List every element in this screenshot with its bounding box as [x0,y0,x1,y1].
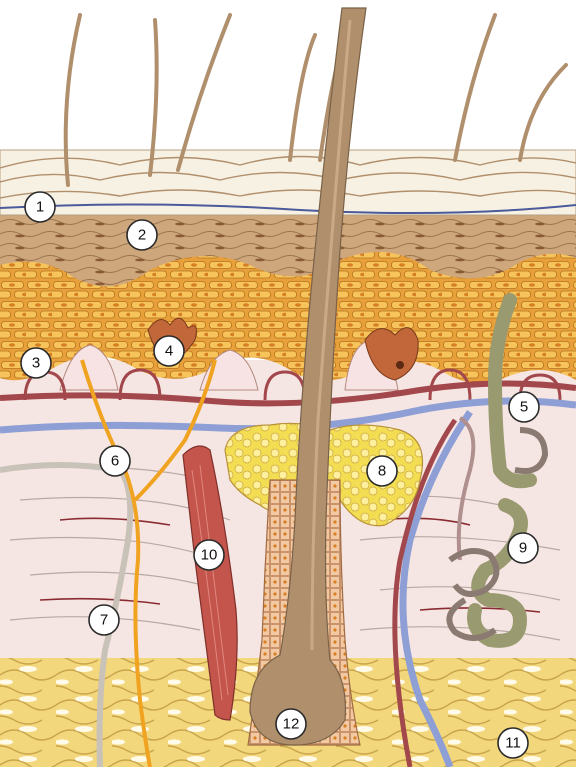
callout-10: 10 [194,540,224,570]
callout-8: 8 [367,456,397,486]
callout-4: 4 [154,336,184,366]
callout-1: 1 [25,192,55,222]
callout-7: 7 [89,605,119,635]
callout-9: 9 [508,533,538,563]
callout-6: 6 [100,446,130,476]
callout-label-9: 9 [519,540,527,557]
callout-3: 3 [21,348,51,378]
callout-label-2: 2 [138,227,146,244]
callout-label-12: 12 [283,716,300,733]
callout-label-4: 4 [165,343,173,360]
callout-label-3: 3 [32,355,40,372]
callout-5: 5 [509,392,539,422]
callout-label-11: 11 [505,735,521,752]
callout-label-7: 7 [100,612,108,629]
callout-11: 11 [498,728,528,758]
callout-label-1: 1 [36,199,44,216]
callout-label-6: 6 [111,453,119,470]
callout-label-5: 5 [520,399,528,416]
callout-label-10: 10 [201,547,218,564]
callout-label-8: 8 [378,463,386,480]
callout-2: 2 [127,220,157,250]
callout-12: 12 [276,709,306,739]
